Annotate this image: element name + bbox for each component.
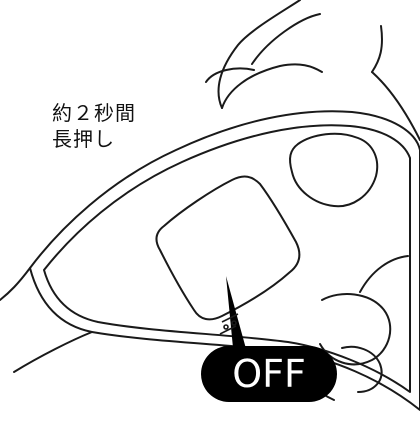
press-instruction: 約２秒間 長押し	[52, 100, 136, 152]
pointer-wedge	[226, 276, 248, 358]
power-button	[155, 175, 301, 321]
finger-outline	[221, 63, 323, 109]
instruction-line-1: 約２秒間	[52, 101, 136, 125]
wrist-outline-lower	[13, 331, 93, 373]
side-button	[289, 132, 379, 208]
hand-outline-inner	[251, 13, 321, 65]
remote-body-inner	[43, 124, 411, 393]
instruction-line-2: 長押し	[52, 127, 115, 151]
off-badge-label: OFF	[232, 352, 306, 396]
finger-lower-2	[341, 345, 383, 393]
hand-outline	[217, 0, 301, 109]
thumb-nail	[205, 67, 255, 83]
remote-body-outer	[29, 110, 420, 411]
finger-crease	[371, 25, 383, 73]
finger-lower-1	[319, 293, 392, 366]
finger-lower-4	[359, 255, 409, 293]
thumb-outline	[371, 71, 420, 141]
off-badge-shape	[201, 346, 337, 402]
wrist-outline	[0, 267, 31, 301]
power-switch-icon	[219, 313, 239, 335]
